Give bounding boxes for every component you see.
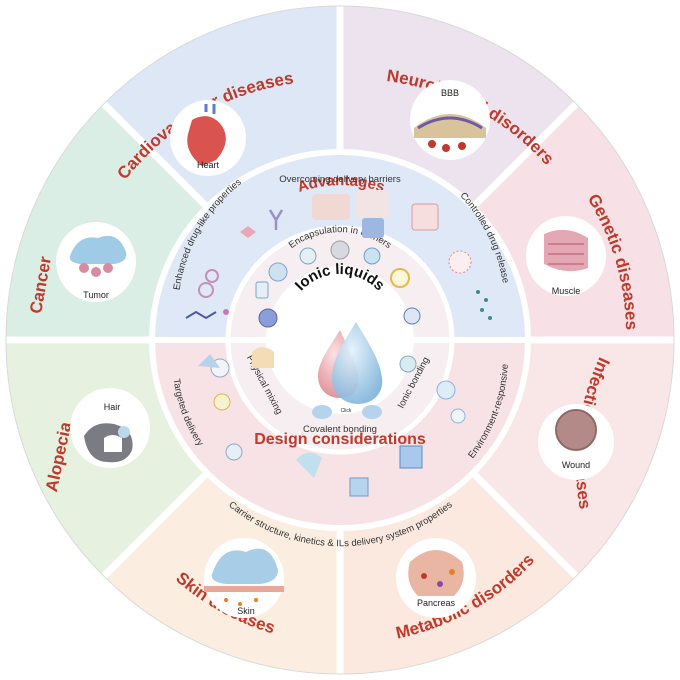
heart-label: Heart xyxy=(197,160,220,170)
click-label: Click xyxy=(341,408,352,414)
controlled-release-icon xyxy=(448,250,492,320)
barrier-tissue-icon xyxy=(312,190,439,238)
disease-segment xyxy=(6,103,206,341)
design-title: Design considerations xyxy=(254,431,426,448)
tumor-label: Tumor xyxy=(83,290,109,300)
design-illustration-icons xyxy=(198,347,466,497)
wound-icon: Wound xyxy=(538,404,614,480)
segment-divider xyxy=(99,470,210,581)
segment-divider xyxy=(470,470,581,581)
bbb-label: BBB xyxy=(441,88,459,98)
ionic-liquid-drops-icon xyxy=(318,322,383,404)
muscle-label: Muscle xyxy=(552,286,581,296)
hair-label: Hair xyxy=(104,402,121,412)
pancreas-icon: Pancreas xyxy=(396,538,476,618)
heart-icon: Heart xyxy=(170,100,246,176)
muscle-icon: Muscle xyxy=(526,216,606,296)
segment-separators xyxy=(4,4,676,676)
overcoming-barriers-label: Overcoming delivery barriers xyxy=(279,174,401,185)
tumor-icon: Tumor xyxy=(56,222,136,302)
covalent-bonding-label: Covalent bonding xyxy=(303,424,377,435)
hair-icon: Hair xyxy=(70,388,150,468)
segment-divider xyxy=(470,99,581,210)
outer-border xyxy=(5,5,675,675)
pancreas-label: Pancreas xyxy=(417,598,456,608)
skin-label: Skin xyxy=(237,606,255,616)
advantages-title: Advantages xyxy=(295,172,386,196)
molecule-icons xyxy=(185,209,284,320)
bbb-icon: BBB xyxy=(410,80,490,160)
skin-icon: Skin xyxy=(204,538,284,618)
segment-divider xyxy=(99,99,210,210)
wound-label: Wound xyxy=(562,460,590,470)
carrier-particles-icon xyxy=(255,240,421,328)
